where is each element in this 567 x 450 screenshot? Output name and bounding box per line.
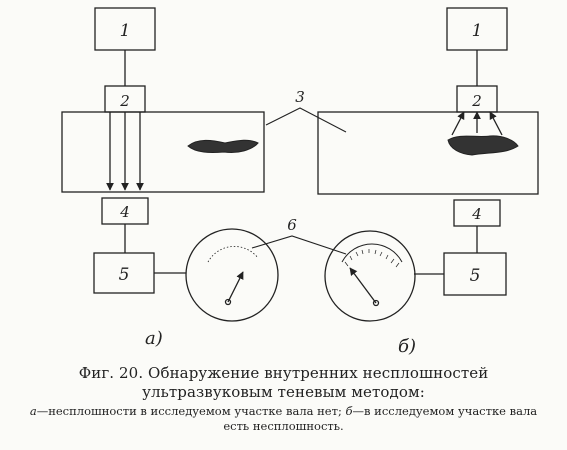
subfigure-b <box>317 7 539 322</box>
leader-lines <box>251 107 347 255</box>
label-generator-b: 1 <box>472 21 483 41</box>
note-a-mark: а <box>29 404 37 418</box>
meter-b <box>324 230 416 322</box>
meter-a <box>185 228 279 322</box>
label-receiver-b: 4 <box>471 205 482 223</box>
label-generator-a: 1 <box>120 21 131 41</box>
meter-needle-b <box>349 267 377 304</box>
caption-title: Фиг. 20. Обнаружение внутренних несплошн… <box>20 364 547 402</box>
meter-pivot-b <box>372 299 380 307</box>
leader-6 <box>251 235 347 255</box>
subfigure-a <box>61 7 279 322</box>
meter-scale-a <box>207 246 259 263</box>
shaft-section-a <box>61 111 265 193</box>
subfigure-label-a: а) <box>145 328 163 349</box>
label-receiver-a: 4 <box>119 203 130 221</box>
label-emitter-a: 2 <box>119 92 130 110</box>
caption-title-line1: Фиг. 20. Обнаружение внутренних несплошн… <box>78 364 489 382</box>
reflected-beam-arrow <box>451 111 465 136</box>
meter-pivot-a <box>224 298 232 306</box>
subfigure-label-b: б) <box>398 336 416 357</box>
meter-needle-a <box>227 271 244 303</box>
reflected-beam-arrow <box>489 111 503 136</box>
note-a-text: —несплошности в исследуемом участке вала… <box>36 404 342 418</box>
label-amplifier-b: 5 <box>470 266 481 286</box>
defect-shape-b <box>447 135 519 156</box>
label-emitter-b: 2 <box>471 92 482 110</box>
label-meters: 6 <box>287 216 297 234</box>
ultrasonic-shadow-method-diagram: 1 2 4 5 1 2 4 5 3 6 а) б) <box>61 7 539 357</box>
meter-scale-b <box>341 243 403 263</box>
shaft-section-b <box>317 111 539 195</box>
note-b-mark: б <box>345 404 353 418</box>
caption-title-line2: ультразвуковым теневым методом: <box>142 383 425 401</box>
label-shaft: 3 <box>295 88 305 106</box>
label-amplifier-a: 5 <box>119 265 130 285</box>
note-b-text: —в исследуемом участке вала есть несплош… <box>223 404 538 433</box>
figure-caption: Фиг. 20. Обнаружение внутренних несплошн… <box>20 364 547 434</box>
meter-ticks-b <box>344 249 400 268</box>
defect-shape-a <box>187 139 259 153</box>
leader-3 <box>265 107 347 133</box>
caption-note: а—несплошности в исследуемом участке вал… <box>20 404 547 434</box>
